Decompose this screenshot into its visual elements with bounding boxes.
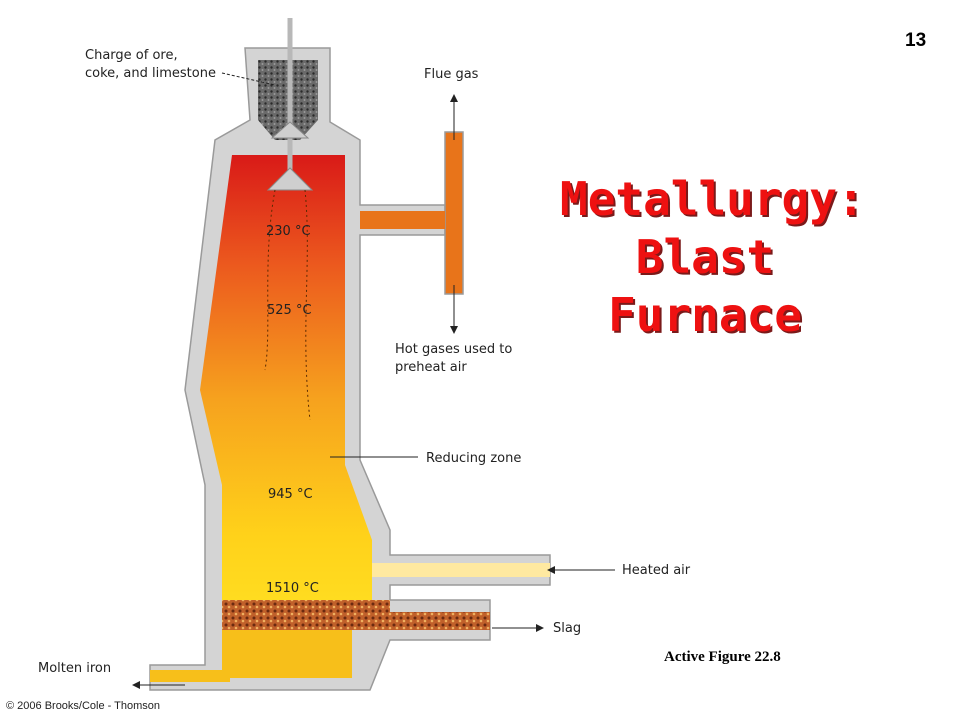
charge-label-line2: coke, and limestone xyxy=(85,66,216,81)
flue-gas-label: Flue gas xyxy=(424,67,479,82)
hot-gases-label-line2: preheat air xyxy=(395,360,467,375)
temp-230: 230 °C xyxy=(266,224,311,239)
flow-line-right xyxy=(304,189,311,421)
flow-line-left xyxy=(264,189,276,371)
hot-gases-label: Hot gases used to preheat air xyxy=(395,341,512,377)
charge-label: Charge of ore, coke, and limestone xyxy=(85,47,216,83)
flue-pipe xyxy=(444,131,464,295)
slag-layer xyxy=(222,600,390,630)
slide-title: Metallurgy: Blast Furnace xyxy=(560,170,865,344)
lower-bell xyxy=(266,167,314,191)
slag-tap xyxy=(390,612,490,630)
charge-label-line1: Charge of ore, xyxy=(85,48,178,63)
temp-945: 945 °C xyxy=(268,487,313,502)
slide-number: 13 xyxy=(905,30,927,51)
slide-title-line2: Blast xyxy=(635,230,775,284)
heated-air-duct xyxy=(372,563,550,577)
slide-title-line3: Furnace xyxy=(608,288,802,342)
molten-iron-label: Molten iron xyxy=(38,661,112,676)
slide-title-line1: Metallurgy: xyxy=(560,172,865,226)
copyright-notice: © 2006 Brooks/Cole - Thomson xyxy=(6,700,161,712)
upper-bell xyxy=(270,121,310,139)
slag-label: Slag xyxy=(553,621,582,636)
heated-air-label: Heated air xyxy=(622,563,691,578)
charge-leader xyxy=(221,72,276,86)
molten-iron-tap xyxy=(150,670,230,682)
molten-iron-pool xyxy=(222,630,352,678)
hot-gases-label-line1: Hot gases used to xyxy=(395,342,513,357)
reducing-zone-label: Reducing zone xyxy=(426,451,522,466)
flue-connector xyxy=(360,211,445,229)
figure-caption[interactable]: Active Figure 22.8 xyxy=(664,649,781,665)
hot-interior xyxy=(200,155,372,600)
temp-1510: 1510 °C xyxy=(266,581,319,596)
temp-525: 525 °C xyxy=(267,303,312,318)
